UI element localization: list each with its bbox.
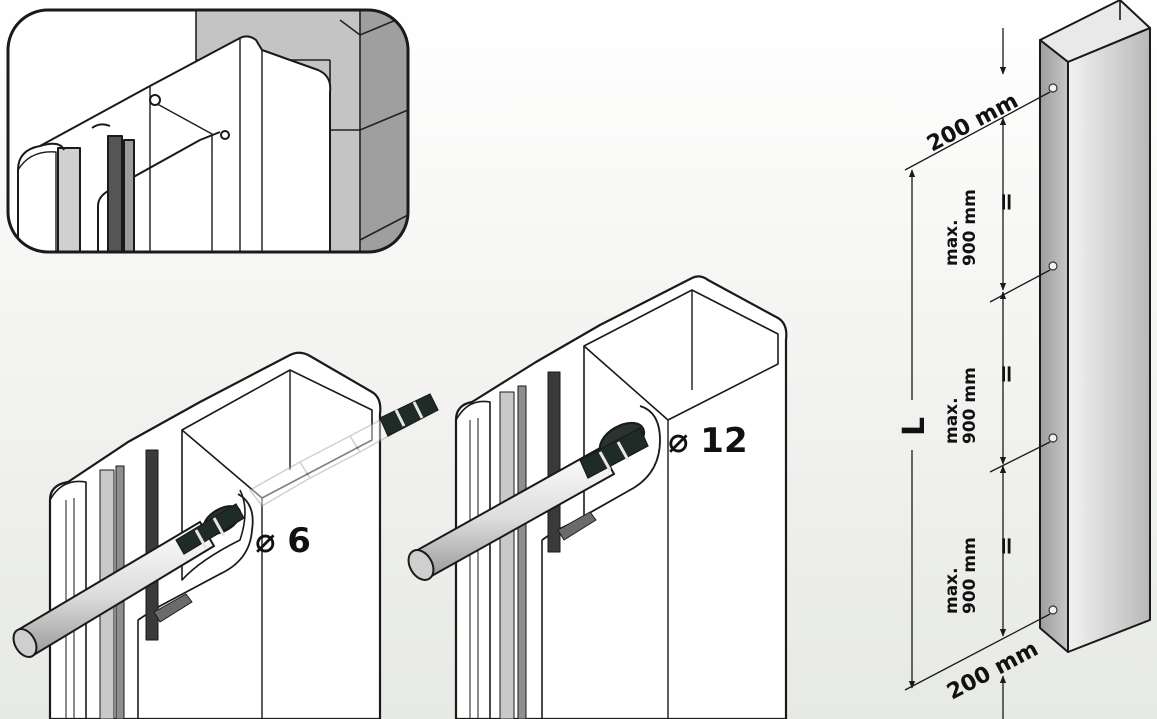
drill-size-large-label: ⌀ 12 [668, 421, 748, 461]
mounting-hole [1048, 605, 1058, 615]
spacing-label-value: 900 mm [960, 537, 980, 614]
mounting-hole [1048, 433, 1058, 443]
drill-bit-large [407, 427, 649, 581]
mounting-holes [1048, 83, 1058, 615]
equal-sign: = [992, 536, 1020, 556]
drill-size-small-label: ⌀ 6 [255, 521, 311, 561]
spacing-label-2: max. 900 mm [942, 367, 980, 444]
equal-sign: = [992, 192, 1020, 212]
inset-profile [17, 35, 332, 252]
equal-sign: = [992, 364, 1020, 384]
spacing-label-max: max. [942, 567, 962, 614]
spacing-label-value: 900 mm [960, 367, 980, 444]
mounting-hole [1048, 261, 1058, 271]
spacing-label-max: max. [942, 397, 962, 444]
drill-bit-small [12, 393, 439, 658]
profile-right [454, 275, 788, 719]
spacing-label-3: max. 900 mm [942, 537, 980, 614]
spacing-label-value: 900 mm [960, 189, 980, 266]
dimension-lines [904, 28, 1051, 719]
total-length-label: L [897, 417, 932, 436]
mounting-hole [1048, 83, 1058, 93]
spacing-label-1: max. 900 mm [942, 189, 980, 266]
post [1039, 0, 1151, 653]
spacing-label-max: max. [942, 219, 962, 266]
inset-detail [6, 8, 410, 254]
